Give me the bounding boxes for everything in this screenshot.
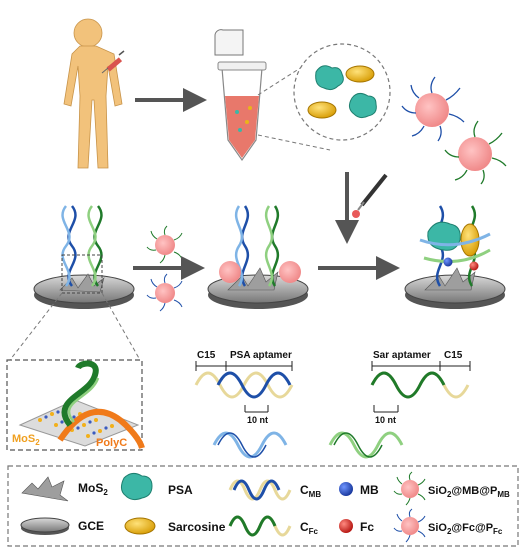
svg-text:CMB: CMB (300, 483, 321, 499)
nanoparticle-fc-top (444, 120, 507, 185)
label-c15-left: C15 (197, 350, 216, 361)
sio2-mb-nanoparticle-icon (401, 480, 419, 498)
psa-icon (120, 472, 153, 501)
svg-text:PSA: PSA (168, 483, 193, 497)
human-figure (63, 18, 123, 169)
sio2-fc-nanoparticle-icon (401, 517, 419, 535)
inset-zoom-line-right (101, 292, 141, 361)
electrode-2 (207, 205, 309, 309)
electrode-3 (404, 205, 506, 309)
zoom-line-top (257, 64, 306, 96)
zoom-line-bottom (257, 134, 331, 151)
legend-item-fc: Fc (339, 519, 374, 534)
legend-item-psa: PSA (120, 472, 193, 501)
svg-text:Sarcosine: Sarcosine (168, 520, 226, 534)
mos2-lattice (18, 399, 140, 447)
nanoparticle-mb-top (401, 76, 465, 142)
pipette-icon (352, 173, 388, 218)
legend-item-sio2-mb: SiO2@MB@PMB (393, 471, 510, 506)
legend-item-mos2: MoS2 (21, 476, 108, 502)
fc-ball-icon (339, 519, 353, 533)
legend-item-cmb: CMB (228, 479, 321, 501)
svg-text:MB: MB (360, 483, 379, 497)
legend-item-cfc: CFc (228, 515, 319, 537)
nanoparticle-mb-mid (146, 225, 183, 264)
legend-item-mb: MB (339, 482, 379, 497)
label-spacing-right: 10 nt (375, 415, 396, 425)
label-spacing-left: 10 nt (247, 415, 268, 425)
label-psa-aptamer: PSA aptamer (230, 350, 292, 361)
svg-text:Fc: Fc (360, 520, 374, 534)
polyc-strand (57, 408, 145, 449)
legend-box: MoS2 GCE PSA Sarcosine CMB CFc (7, 465, 519, 547)
sarcosine-icon (124, 517, 156, 535)
legend-item-sarcosine: Sarcosine (124, 517, 226, 535)
svg-text:MoS2: MoS2 (78, 481, 108, 497)
mb-ball-icon (339, 482, 353, 496)
sample-magnified-circle (293, 43, 391, 141)
label-sar-aptamer: Sar aptamer (373, 350, 431, 361)
eppendorf-tube (214, 29, 267, 162)
inset-helix (61, 360, 99, 427)
svg-text:GCE: GCE (78, 519, 104, 533)
legend-item-sio2-fc: SiO2@Fc@PFc (393, 508, 503, 543)
inset-zoom-line-left (9, 292, 63, 361)
probe-psa-schematic: C15 PSA aptamer 10 nt (194, 350, 294, 459)
inset-label-mos2: MoS2 (12, 433, 40, 447)
svg-text:CFc: CFc (300, 520, 319, 536)
syringe-icon (101, 50, 125, 74)
label-c15-right: C15 (444, 350, 463, 361)
inset-box: MoS2 PolyC (6, 359, 145, 451)
legend-item-gce: GCE (20, 517, 104, 535)
probe-sar-schematic: Sar aptamer C15 10 nt (328, 350, 471, 459)
svg-text:SiO2@MB@PMB: SiO2@MB@PMB (428, 485, 510, 499)
nanoparticle-fc-mid (146, 273, 183, 312)
electrode-1 (33, 205, 135, 309)
svg-text:SiO2@Fc@PFc: SiO2@Fc@PFc (428, 522, 503, 536)
inset-label-polyc: PolyC (96, 437, 127, 449)
